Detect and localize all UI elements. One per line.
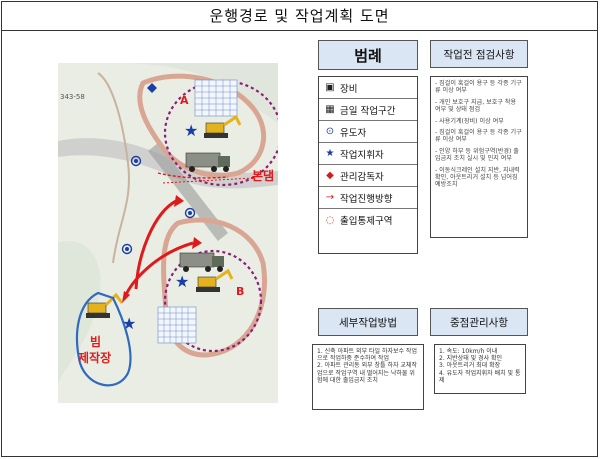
truck-b — [179, 252, 224, 272]
yard-label-line1: 빔 — [90, 335, 102, 349]
page-title: 운행경로 및 작업계획 도면 — [1, 1, 598, 31]
detail-list: 1. 신축 아파트 외부 타일 하자보수 작업으로 작업하중 준수하여 작업 2… — [312, 344, 424, 410]
dashed-circle-icon: ◌ — [325, 214, 335, 226]
legend-item-restricted: ◌ 출입통제구역 — [319, 209, 417, 231]
legend-item-manager: ◆ 관리감독자 — [319, 165, 417, 187]
lot-number: 343-58 — [60, 93, 85, 101]
legend-label: 장비 — [340, 83, 358, 95]
focus-item: 4. 유도자 작업지휘자 배치 및 통제 — [439, 369, 521, 384]
legend-label: 관리감독자 — [340, 171, 384, 183]
legend-item-work-section: ▦ 금일 작업구간 — [319, 99, 417, 121]
legend-label: 금일 작업구간 — [340, 105, 396, 117]
zone-b-label: B — [236, 285, 245, 298]
pre-check-item: - 짐걸이 훅걸이 용구 등 각종 기구류 이상 여부 — [435, 80, 522, 95]
detail-item: 1. 신축 아파트 외부 타일 하자보수 작업으로 작업하중 준수하여 작업 — [317, 348, 417, 363]
diamond-icon: ◆ — [326, 170, 334, 181]
star-icon: ★ — [325, 148, 335, 159]
legend-title: 범례 — [318, 40, 418, 70]
zone-a-label: A — [180, 94, 189, 107]
grid-icon: ▦ — [325, 104, 335, 115]
legend-label: 작업지휘자 — [340, 149, 384, 161]
pre-check-title: 작업전 점검사항 — [430, 40, 528, 68]
excavator-b — [196, 268, 234, 292]
legend-label: 작업진행방향 — [340, 193, 393, 205]
legend-label: 출입통제구역 — [340, 216, 393, 227]
focus-item: 1. 속도: 10km/h 이내 — [439, 348, 498, 355]
yard-label-line2: 제작장 — [78, 351, 112, 365]
pre-check-item: - 개인 보호구 지급, 보호구 착용 여부 및 상태 점검 — [435, 98, 517, 114]
supervisor-star-b: ★ — [175, 272, 189, 291]
legend-item-direction: → 작업진행방향 — [319, 187, 417, 209]
truck-a — [185, 152, 230, 172]
supervisor-star-yard: ★ — [122, 314, 136, 333]
legend-item-supervisor: ★ 작업지휘자 — [319, 143, 417, 165]
site-map: ★ ★ ★ 343-58 A B 본댐 빔 제작장 — [58, 63, 278, 403]
dam-label: 본댐 — [252, 169, 275, 183]
excavator-yard — [86, 292, 124, 318]
pre-check-item: - 인양 하부 등 위험구역(반경) 출입금지 조치 실시 및 인지 여부 — [435, 147, 519, 163]
focus-item: 3. 아웃트리거 최대 확장 — [439, 362, 501, 370]
legend: ▣ 장비 ▦ 금일 작업구간 ⊙ 유도자 ★ 작업지휘자 ◆ 관리감독자 → 작… — [318, 76, 418, 254]
pre-check-item: - 사용기계(장비) 이상 여부 — [435, 117, 504, 125]
legend-label: 유도자 — [340, 127, 367, 139]
focus-list: 1. 속도: 10km/h 이내 2. 지반상태 및 경사 확인 3. 아웃트리… — [434, 344, 526, 394]
site-map-drawing: ★ ★ ★ — [58, 63, 278, 403]
equipment-icon: ▣ — [325, 82, 335, 93]
pre-check-item: - 짐걸이 훅걸이 용구 등 각종 기구류 이상 여부 — [435, 129, 522, 144]
pre-check-item: - 이동식크레인 설치 지반, 지내력 확인, 아웃트리거 설치 등 넘어짐 예… — [435, 166, 520, 189]
legend-item-equipment: ▣ 장비 — [319, 77, 417, 99]
excavator-a — [204, 114, 242, 138]
focus-title: 중점관리사항 — [430, 308, 528, 336]
focus-item: 2. 지반상태 및 경사 확인 — [439, 355, 503, 363]
arrow-right-icon: → — [325, 192, 335, 203]
target-circle-icon: ⊙ — [325, 126, 335, 137]
detail-title: 세부작업방법 — [318, 308, 418, 336]
pre-check-list: - 짐걸이 훅걸이 용구 등 각종 기구류 이상 여부 - 개인 보호구 지급,… — [430, 76, 528, 238]
detail-item: 2. 아파트 관리동 외부 창틀 하자 교체작업으로 작업구역 내 떨어지는 낙… — [317, 362, 417, 384]
supervisor-star-a: ★ — [184, 121, 198, 140]
legend-item-guide: ⊙ 유도자 — [319, 121, 417, 143]
